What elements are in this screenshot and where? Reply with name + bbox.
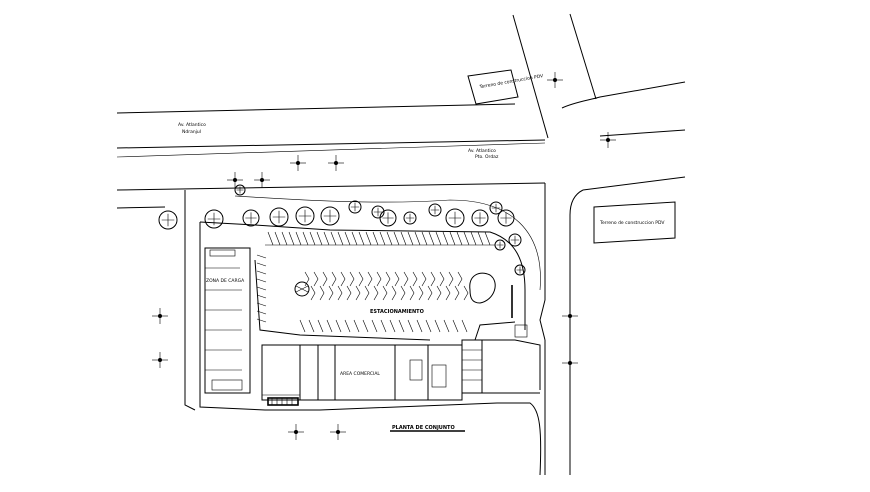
parking-label: ESTACIONAMIENTO — [370, 309, 424, 315]
building-block-right: Terreno de construccion PDV — [593, 201, 676, 244]
tree-icon — [269, 207, 289, 227]
tree-icon — [295, 206, 315, 226]
tree-icon — [403, 211, 417, 225]
svg-text:Terreno de construccion PDV: Terreno de construccion PDV — [599, 220, 665, 226]
tree-icon — [494, 239, 506, 251]
parking-lot: ESTACIONAMIENTO — [254, 231, 516, 341]
axis-marker-icon — [227, 172, 243, 188]
street-label-lower: Av. Atlantico — [468, 148, 496, 154]
tree-icon — [445, 208, 465, 228]
axis-marker-icon — [562, 308, 578, 324]
tree-icon — [242, 209, 260, 227]
main-building-label: AREA COMERCIAL — [340, 371, 380, 377]
axis-marker-icon — [288, 424, 304, 440]
tree-icon — [320, 206, 340, 226]
tree-icon — [497, 209, 515, 227]
service-area — [461, 285, 541, 394]
road-network — [116, 13, 686, 476]
svg-text:Terreno de construccion PDV: Terreno de construccion PDV — [478, 73, 544, 90]
axis-marker-icon — [152, 352, 168, 368]
axis-marker-icon — [562, 355, 578, 371]
tree-icon — [508, 233, 522, 247]
left-building: ZONA DE CARGA — [204, 247, 251, 394]
level-markers — [152, 72, 616, 440]
street-label-upper: Av. Atlantico — [178, 122, 206, 128]
plan-title: PLANTA DE CONJUNTO — [392, 425, 455, 431]
tree-icon — [471, 209, 489, 227]
tree-icon — [379, 209, 397, 227]
tree-icon — [514, 264, 526, 276]
tree-icon — [489, 201, 503, 215]
axis-marker-icon — [547, 72, 563, 88]
axis-marker-icon — [290, 155, 306, 171]
axis-marker-icon — [152, 308, 168, 324]
axis-marker-icon — [600, 132, 616, 148]
tree-icon — [428, 203, 442, 217]
axis-marker-icon — [330, 424, 346, 440]
site-boundary — [184, 190, 541, 411]
tree-icon — [348, 200, 362, 214]
svg-text:ZONA DE CARGA: ZONA DE CARGA — [206, 278, 245, 284]
tree-icon — [204, 209, 224, 229]
tree-icon — [158, 210, 178, 230]
tree-row — [158, 184, 526, 276]
axis-marker-icon — [254, 172, 270, 188]
street-sublabel-lower: Pto. Ordaz — [475, 154, 499, 160]
street-sublabel-upper: Ndranjul — [182, 129, 201, 135]
tree-icon — [234, 184, 246, 196]
tree-icon — [371, 205, 385, 219]
axis-marker-icon — [328, 155, 344, 171]
main-building: AREA COMERCIAL — [261, 344, 463, 406]
